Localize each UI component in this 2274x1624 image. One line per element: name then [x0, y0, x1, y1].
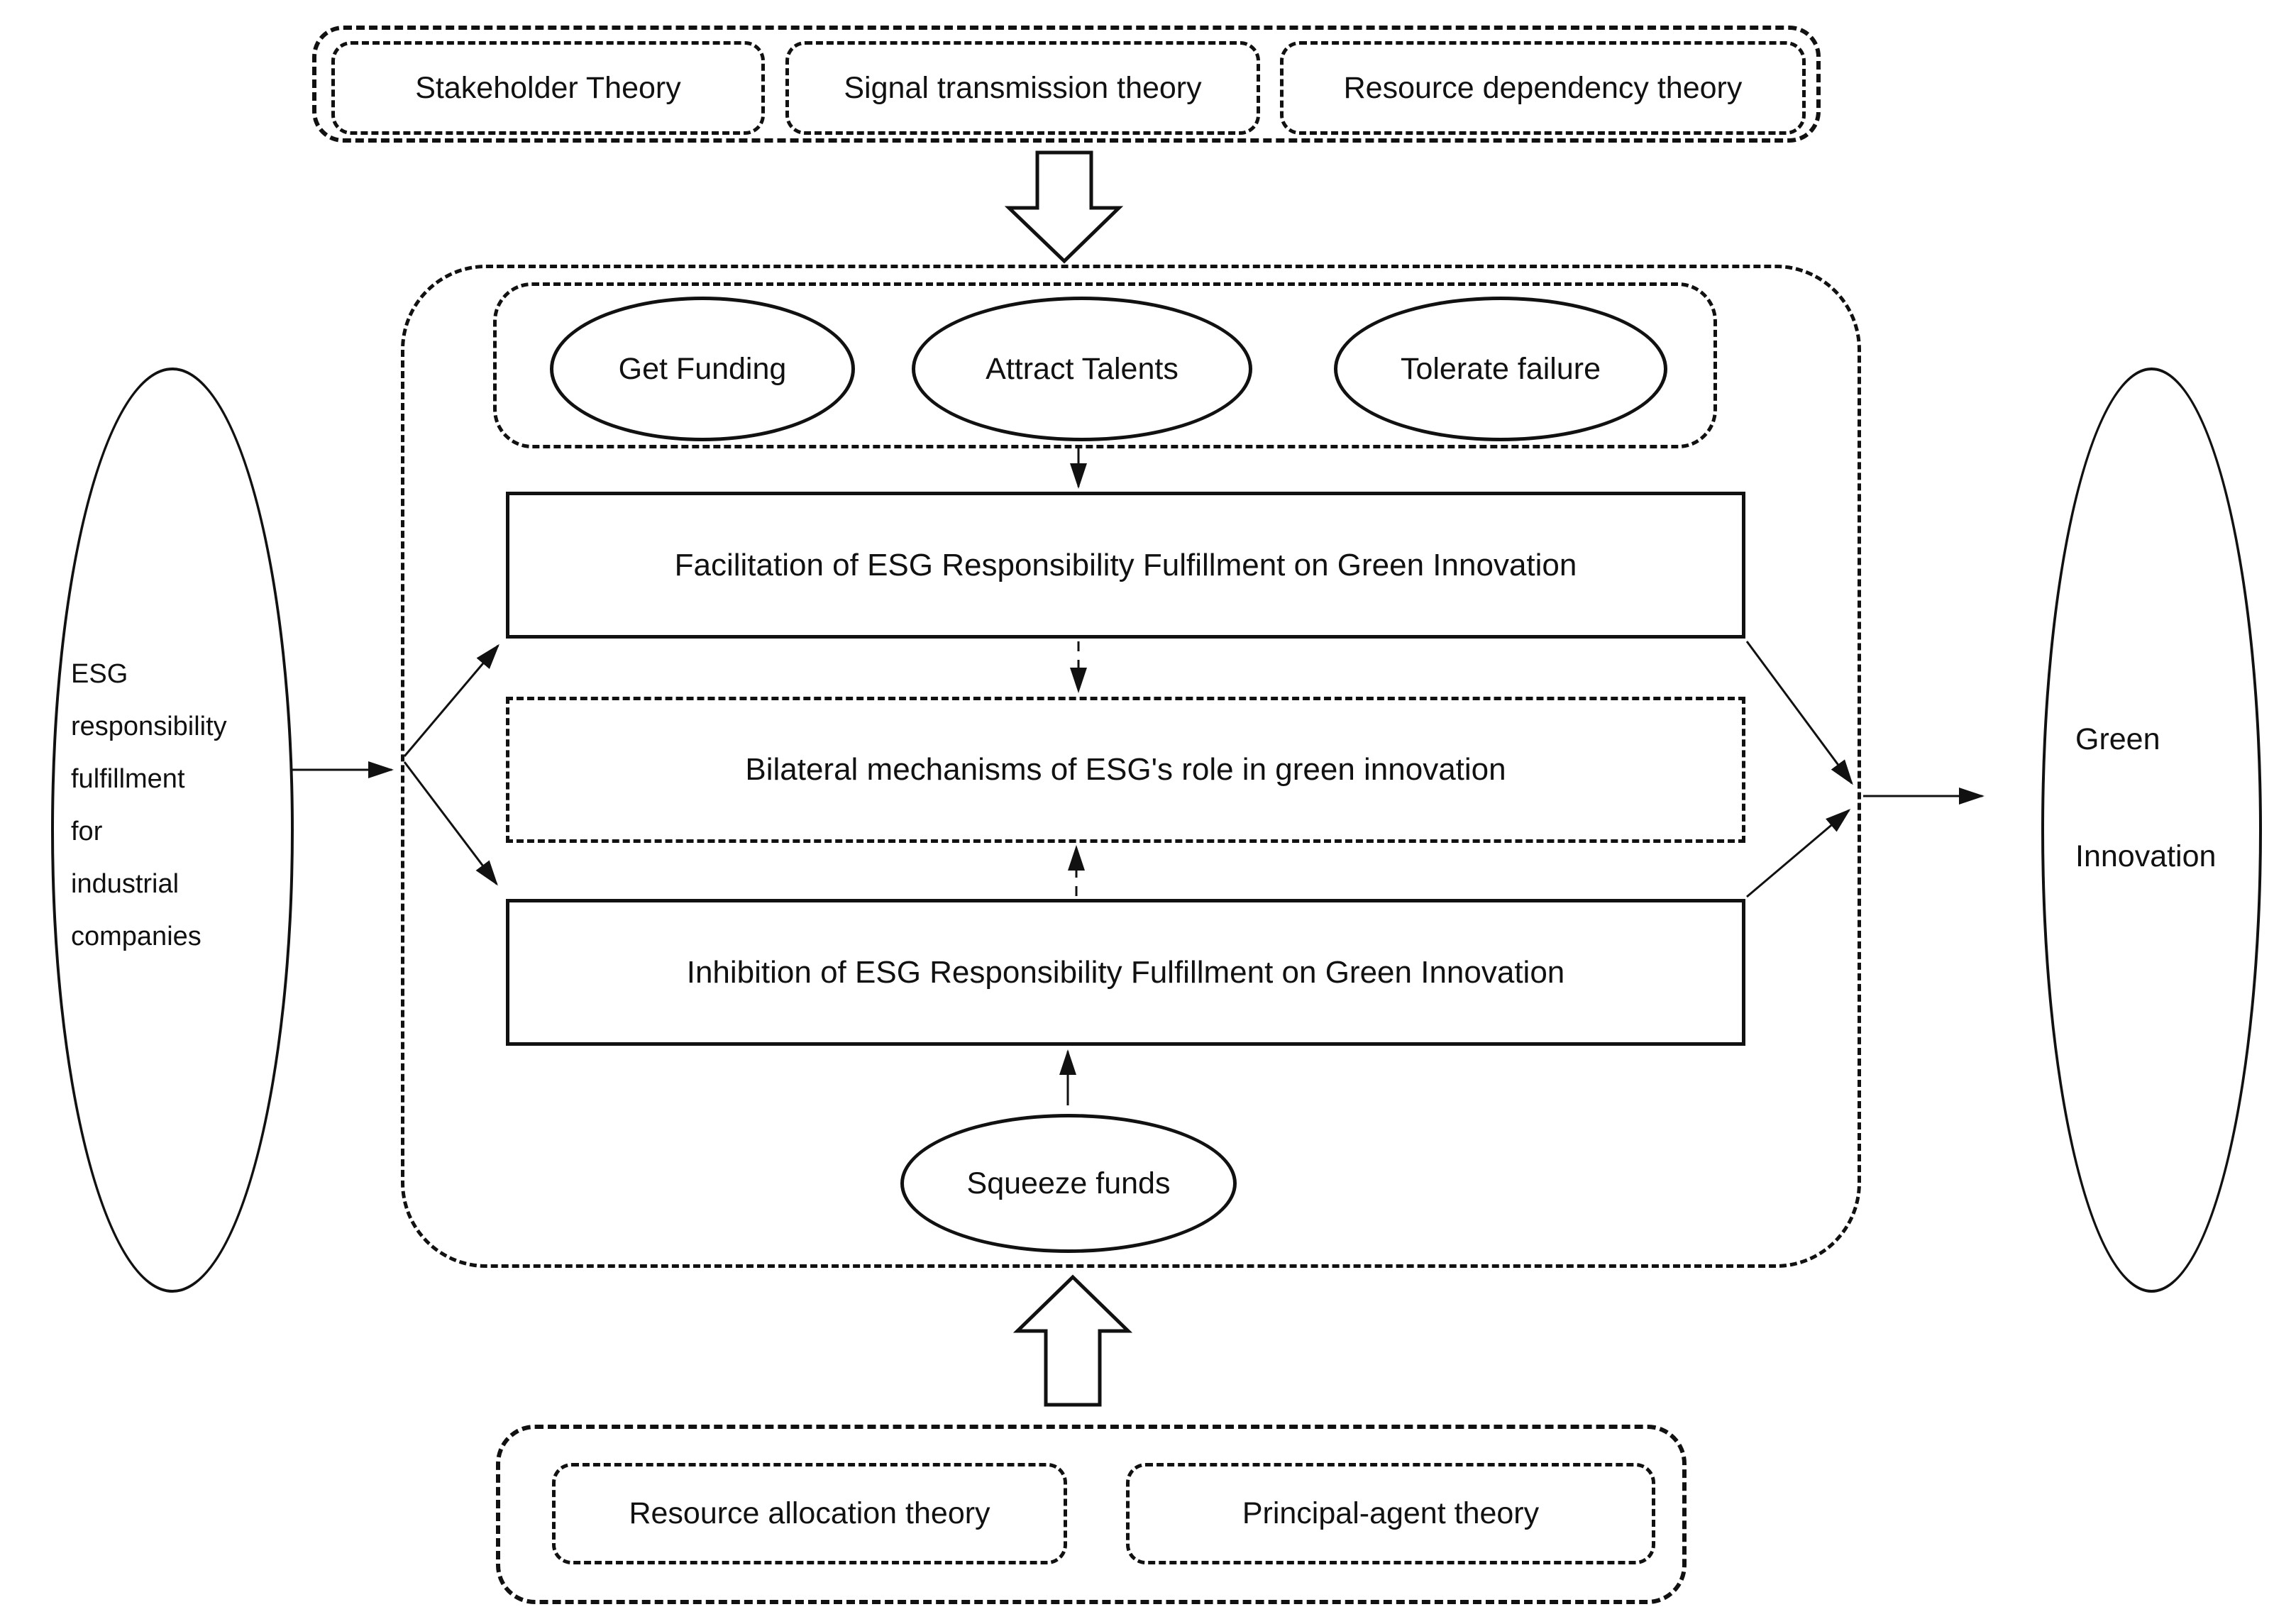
facilitation-box: Facilitation of ESG Responsibility Fulfi…: [506, 492, 1745, 639]
mechanism-label: Squeeze funds: [966, 1166, 1171, 1200]
ellipse-attract-talents: Attract Talents: [912, 297, 1252, 441]
right-ellipse-line: Innovation: [2075, 839, 2217, 873]
facilitation-label: Facilitation of ESG Responsibility Fulfi…: [674, 547, 1577, 582]
theory-label: Principal-agent theory: [1242, 1496, 1540, 1530]
inhibition-box: Inhibition of ESG Responsibility Fulfill…: [506, 899, 1745, 1046]
mechanism-label: Attract Talents: [986, 351, 1179, 386]
right-ellipse-green-innovation: [2041, 368, 2262, 1293]
theory-box-resource-dependency: Resource dependency theory: [1280, 41, 1806, 135]
bottom-theory-group: [496, 1425, 1687, 1604]
main-mechanism-container: [401, 265, 1861, 1268]
left-ellipse-esg-fulfillment: [51, 368, 294, 1293]
ellipse-get-funding: Get Funding: [550, 297, 855, 441]
left-ellipse-line: ESG: [71, 659, 128, 689]
mechanism-label: Get Funding: [618, 351, 787, 386]
bilateral-mechanisms-box: Bilateral mechanisms of ESG's role in gr…: [506, 697, 1745, 843]
bilateral-label: Bilateral mechanisms of ESG's role in gr…: [745, 752, 1506, 787]
block-arrow-down-icon: [1004, 150, 1124, 264]
left-ellipse-line: fulfillment: [71, 764, 185, 794]
inhibition-label: Inhibition of ESG Responsibility Fulfill…: [686, 954, 1565, 990]
ellipse-squeeze-funds: Squeeze funds: [900, 1114, 1237, 1253]
left-ellipse-line: industrial: [71, 869, 180, 899]
ellipse-tolerate-failure: Tolerate failure: [1334, 297, 1667, 441]
left-ellipse-line: companies: [71, 922, 202, 951]
left-ellipse-line: responsibility: [71, 712, 227, 741]
theory-box-resource-allocation: Resource allocation theory: [552, 1463, 1067, 1564]
right-ellipse-line: Green: [2075, 722, 2160, 756]
theory-label: Resource dependency theory: [1343, 70, 1743, 105]
left-ellipse-line: for: [71, 817, 103, 846]
theory-label: Stakeholder Theory: [415, 70, 681, 105]
theory-label: Resource allocation theory: [629, 1496, 990, 1530]
top-theory-group: [312, 26, 1821, 143]
mechanism-label: Tolerate failure: [1400, 351, 1601, 386]
theory-label: Signal transmission theory: [844, 70, 1202, 105]
left-ellipse-text: ESG responsibility fulfillment for indus…: [71, 648, 227, 963]
theory-box-stakeholder: Stakeholder Theory: [331, 41, 765, 135]
theory-box-signal-transmission: Signal transmission theory: [785, 41, 1260, 135]
positive-mechanism-row: [493, 282, 1717, 448]
block-arrow-up-icon: [1012, 1274, 1133, 1407]
right-ellipse-text: Green Innovation: [2075, 681, 2216, 915]
theory-box-principal-agent: Principal-agent theory: [1126, 1463, 1655, 1564]
